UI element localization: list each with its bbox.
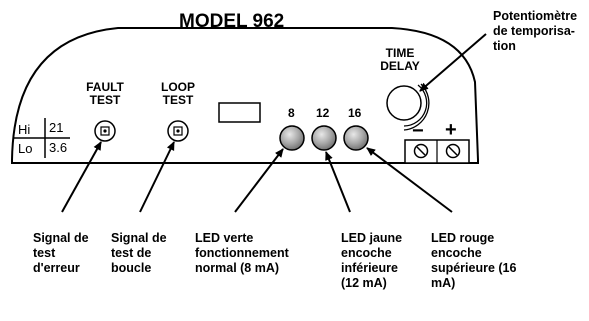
callout-signal-error: Signal de test d'erreur bbox=[33, 231, 89, 275]
arrow-led-red bbox=[366, 147, 453, 213]
fault-test-label: FAULT TEST bbox=[82, 81, 128, 106]
fault-test-label-line1: FAULT bbox=[86, 80, 124, 94]
callout-led-yellow: LED jaune encoche inférieure (12 mA) bbox=[341, 231, 403, 290]
time-delay-label: TIME DELAY bbox=[370, 47, 430, 72]
fault-test-label-line2: TEST bbox=[89, 93, 121, 107]
arrow-led-green bbox=[234, 148, 284, 213]
loop-test-label-line1: LOOP bbox=[160, 80, 195, 94]
terminal-block bbox=[404, 139, 470, 164]
led-label-12: 12 bbox=[316, 106, 330, 120]
lo-label: Lo bbox=[18, 141, 33, 156]
led-label-8: 8 bbox=[288, 106, 295, 120]
terminal-minus-label: − bbox=[412, 120, 424, 142]
loop-test-label: LOOP TEST bbox=[155, 81, 201, 106]
led-red bbox=[343, 125, 369, 151]
loop-test-label-line2: TEST bbox=[162, 93, 194, 107]
time-delay-label-line2: DELAY bbox=[380, 59, 420, 73]
hi-label: Hi bbox=[18, 122, 31, 137]
led-label-16: 16 bbox=[348, 106, 362, 120]
arrow-fault bbox=[61, 141, 102, 213]
callout-led-red: LED rouge encoche supérieure (16 mA) bbox=[431, 231, 517, 290]
arrow-loop bbox=[139, 141, 175, 213]
hi-value: 21 bbox=[49, 120, 64, 135]
led-green bbox=[279, 125, 305, 151]
led-yellow bbox=[311, 125, 337, 151]
display-window bbox=[218, 102, 261, 123]
callout-led-green: LED verte fonctionnement normal (8 mA) bbox=[195, 231, 289, 275]
terminal-plus-label: + bbox=[445, 119, 457, 141]
arrow-led-yellow bbox=[325, 151, 351, 213]
fault-test-button[interactable] bbox=[94, 120, 116, 142]
model-title: MODEL 962 bbox=[179, 11, 285, 32]
arrow-potentiometer bbox=[419, 33, 487, 92]
loop-test-button[interactable] bbox=[167, 120, 189, 142]
callout-signal-loop: Signal de test de boucle bbox=[111, 231, 167, 275]
lo-value: 3.6 bbox=[49, 140, 68, 155]
callout-potentiometer: Potentiomètre de temporisa- tion bbox=[493, 9, 578, 53]
time-delay-label-line1: TIME bbox=[385, 46, 415, 60]
